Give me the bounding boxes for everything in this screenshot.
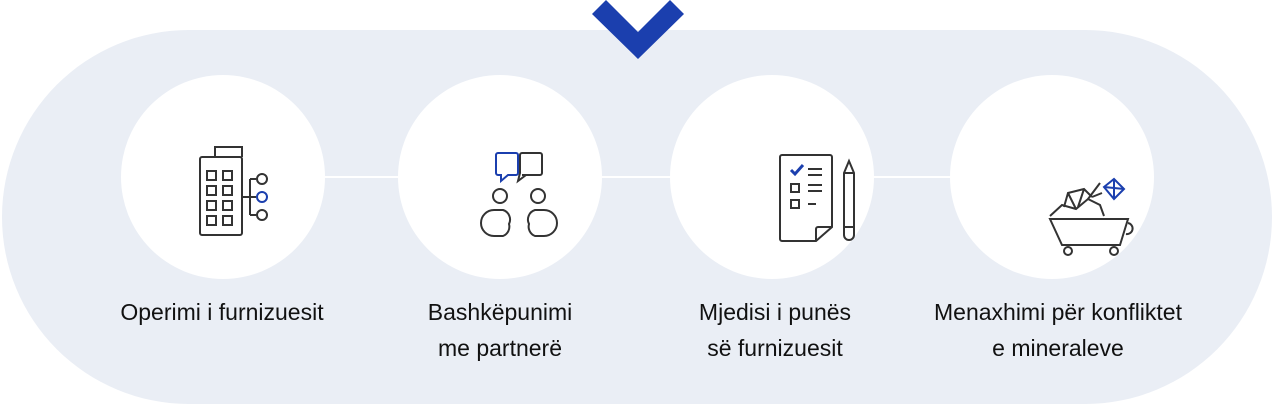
chevron-down-icon xyxy=(592,0,684,59)
step-3-label: Mjedisi i punës së furnizuesit xyxy=(698,299,852,361)
mineral-cart-icon xyxy=(1048,177,1134,256)
step-4-circle xyxy=(950,75,1154,279)
step-2-label: Bashkëpunimi me partnerë xyxy=(427,299,573,361)
step-2-circle xyxy=(398,75,602,279)
step-3-circle xyxy=(670,75,874,279)
building-hierarchy-icon xyxy=(199,146,268,236)
checklist-pencil-icon xyxy=(779,154,855,242)
step-1-circle xyxy=(121,75,325,279)
connector-line xyxy=(300,176,1000,178)
step-1-label: Operimi i furnizuesit xyxy=(120,299,324,325)
step-4-label: Menaxhimi për konfliktet e mineraleve xyxy=(934,299,1182,361)
partners-dialogue-icon xyxy=(480,152,558,237)
